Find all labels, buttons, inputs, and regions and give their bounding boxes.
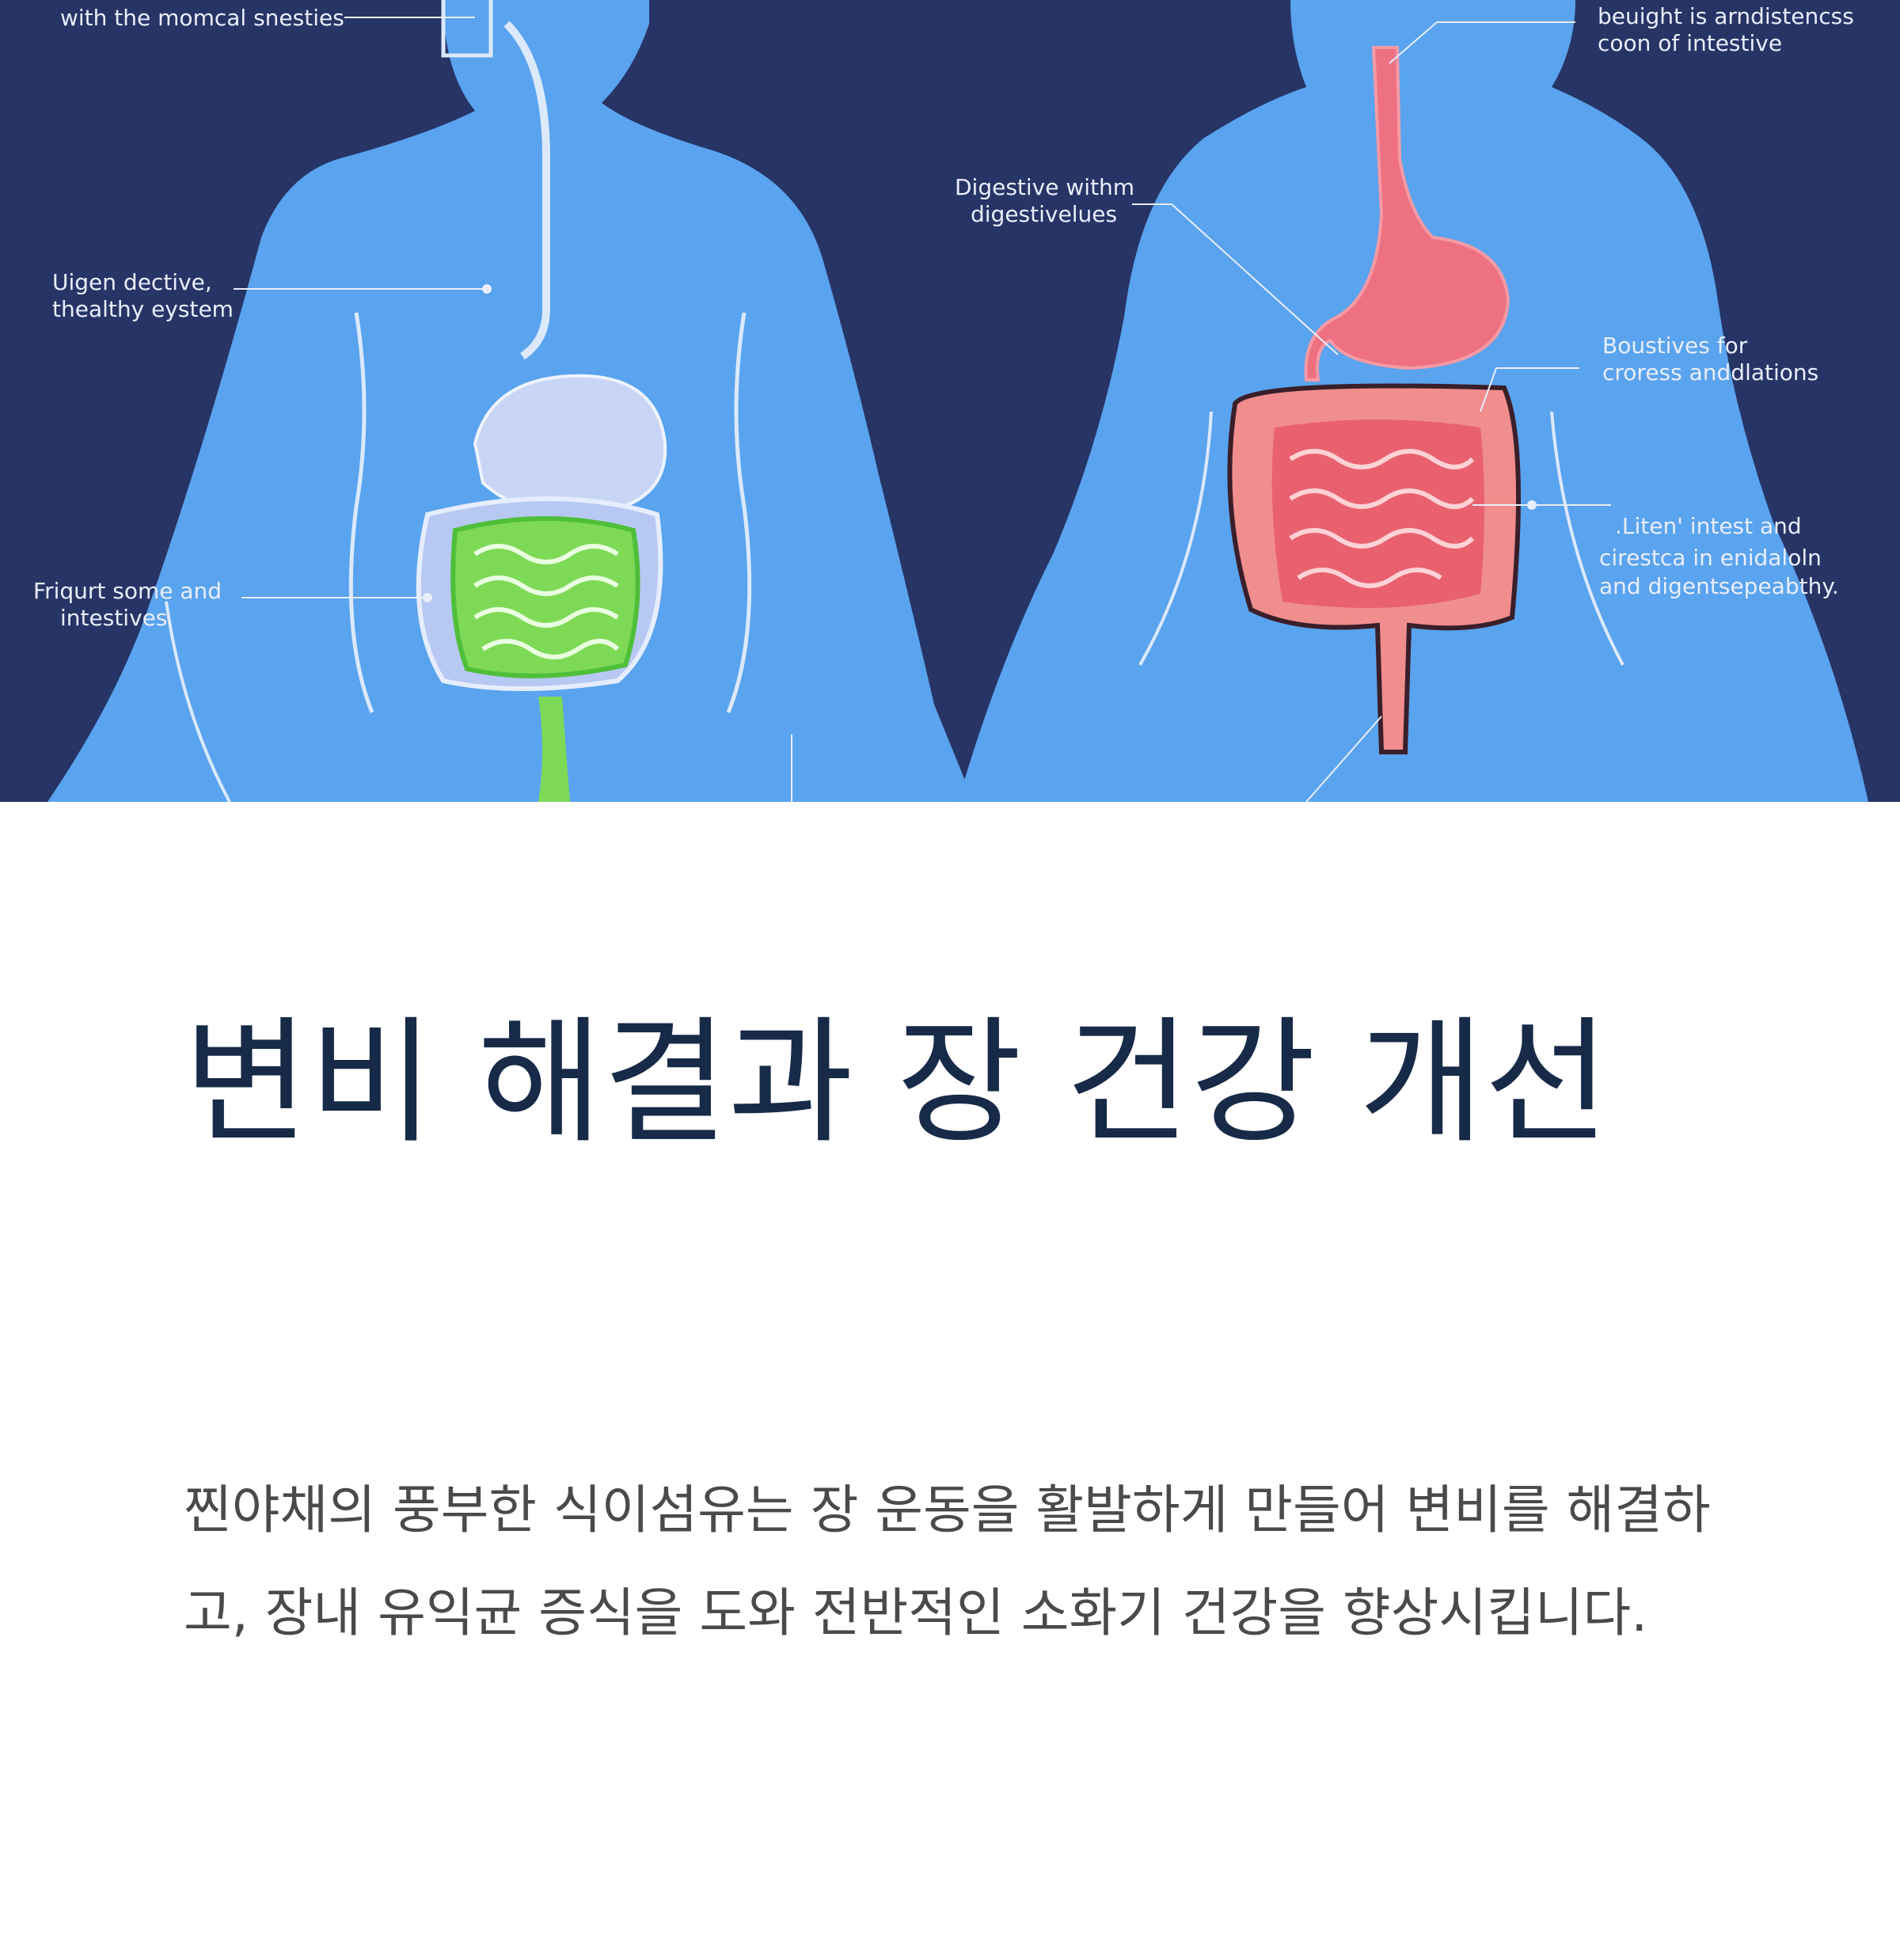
right-annotation-1a: beuight is arndistencss xyxy=(1598,3,1854,29)
left-annotation-1: with the momcal snesties xyxy=(60,5,344,31)
annotation-leader-lines xyxy=(234,17,1611,802)
article-description: 찐야채의 풍부한 식이섬유는 장 운동을 활발하게 만들어 변비를 해결하고, … xyxy=(184,1479,1711,1643)
left-healthy-intestine xyxy=(416,496,663,802)
right-annotation-4b: cirestca in enidaloln xyxy=(1599,545,1822,571)
article-content: 변비 해결과 장 건강 개선 찐야채의 풍부한 식이섬유는 장 운동을 활발하게… xyxy=(0,802,1900,1960)
digestive-illustration: with the momcal snesties Uigen dective, … xyxy=(0,0,1900,802)
right-annotation-1b: coon of intestive xyxy=(1598,30,1783,56)
right-annotation-2a: Digestive withm xyxy=(955,174,1135,200)
right-annotation-4a: .Liten' intest and xyxy=(1615,513,1802,539)
right-esophagus-stomach xyxy=(1304,46,1510,382)
left-annotation-2a: Uigen dective, xyxy=(52,269,212,295)
illustration-graphic xyxy=(48,0,1868,802)
left-annotation-2b: thealthy eystem xyxy=(52,296,234,322)
left-stomach xyxy=(473,374,667,517)
article-title: 변비 해결과 장 건강 개선 xyxy=(184,1003,1610,1162)
right-annotation-3a: Boustives for xyxy=(1602,332,1748,359)
right-unhealthy-intestine xyxy=(1227,383,1521,754)
right-annotation-2b: digestivelues xyxy=(971,201,1118,227)
right-annotation-3b: croress anddlations xyxy=(1602,359,1819,386)
right-annotation-4c: and digentsepeabthy. xyxy=(1599,573,1839,599)
left-annotation-3b: intestives xyxy=(60,605,168,631)
left-annotation-3a: Friqurt some and xyxy=(33,578,222,604)
